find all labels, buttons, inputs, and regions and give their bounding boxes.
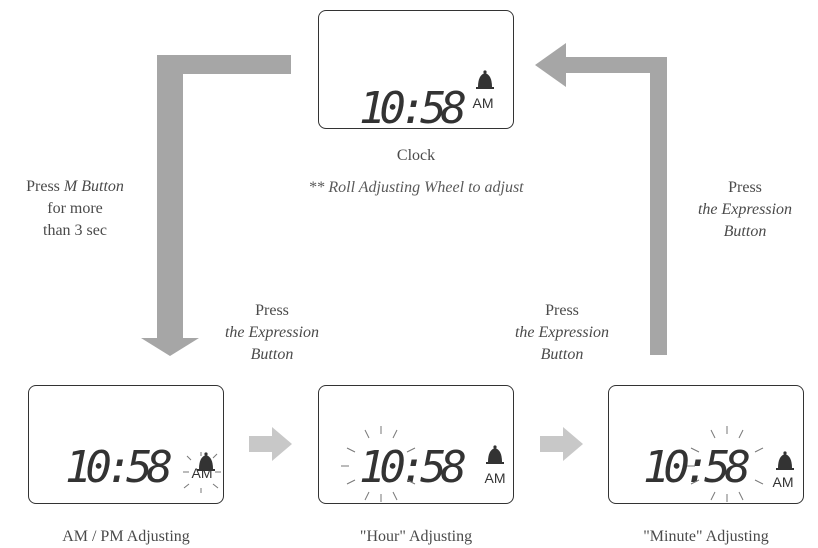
clock-ampm: AM bbox=[473, 95, 494, 111]
bell-icon bbox=[197, 452, 215, 471]
instruction-left: Press M Button for more than 3 sec bbox=[0, 176, 150, 242]
ampm-screen: 10:58 AM bbox=[28, 385, 224, 504]
instruction-mid-right-line2: the Expression bbox=[514, 324, 610, 341]
ampm-lcd: 10:58 AM bbox=[65, 442, 221, 493]
hour-screen: 10:58 AM bbox=[318, 385, 514, 504]
ampm-value: AM bbox=[192, 465, 213, 481]
ampm-caption: AM / PM Adjusting bbox=[62, 528, 190, 545]
minute-caption: "Minute" Adjusting bbox=[643, 528, 769, 545]
ampm-time: 10:58 bbox=[65, 442, 173, 493]
minute-lcd: 10:58 AM bbox=[643, 426, 794, 502]
bell-icon bbox=[776, 451, 794, 470]
instruction-left-line3: than 3 sec bbox=[43, 222, 107, 239]
instruction-mid-left-line1: Press bbox=[255, 302, 289, 319]
adjust-note: ** Roll Adjusting Wheel to adjust bbox=[308, 179, 524, 196]
instruction-right-line3: Button bbox=[723, 223, 767, 240]
hour-time: 10:58 bbox=[359, 442, 467, 493]
bell-icon bbox=[486, 445, 504, 464]
flash-rays bbox=[687, 426, 764, 502]
instruction-mid-right-line3: Button bbox=[540, 346, 584, 363]
instruction-mid-left: Press the Expression Button bbox=[200, 300, 344, 366]
instruction-right-line1: Press bbox=[728, 179, 762, 196]
hour-lcd: 10:58 AM bbox=[341, 426, 506, 502]
clock-screen: 10:58 AM bbox=[318, 10, 514, 130]
instruction-mid-left-line3: Button bbox=[250, 346, 294, 363]
instruction-mid-right-line1: Press bbox=[545, 302, 579, 319]
arrow-minute-to-clock bbox=[535, 43, 667, 355]
hour-caption: "Hour" Adjusting bbox=[359, 528, 473, 545]
instruction-mid-right: Press the Expression Button bbox=[490, 300, 634, 366]
clock-caption: Clock bbox=[396, 147, 436, 164]
clock-lcd: 10:58 AM bbox=[359, 70, 494, 130]
flash-rays bbox=[341, 426, 416, 502]
flash-rays bbox=[183, 452, 221, 493]
instruction-left-press: Press bbox=[26, 178, 64, 195]
instruction-left-line2: for more bbox=[47, 200, 103, 217]
arrow-clock-to-ampm bbox=[141, 55, 291, 356]
arrow-hour-to-minute bbox=[540, 427, 583, 461]
instruction-left-button: M Button bbox=[63, 178, 124, 195]
minute-screen: 10:58 AM bbox=[608, 385, 804, 504]
instruction-right: Press the Expression Button bbox=[672, 177, 818, 243]
clock-time: 10:58 bbox=[359, 83, 467, 130]
arrow-ampm-to-hour bbox=[249, 427, 292, 461]
hour-ampm: AM bbox=[485, 470, 506, 486]
minute-time: 10:58 bbox=[643, 442, 751, 493]
instruction-mid-left-line2: the Expression bbox=[224, 324, 320, 341]
instruction-right-line2: the Expression bbox=[697, 201, 793, 218]
minute-ampm: AM bbox=[773, 474, 794, 490]
bell-icon bbox=[476, 70, 494, 89]
